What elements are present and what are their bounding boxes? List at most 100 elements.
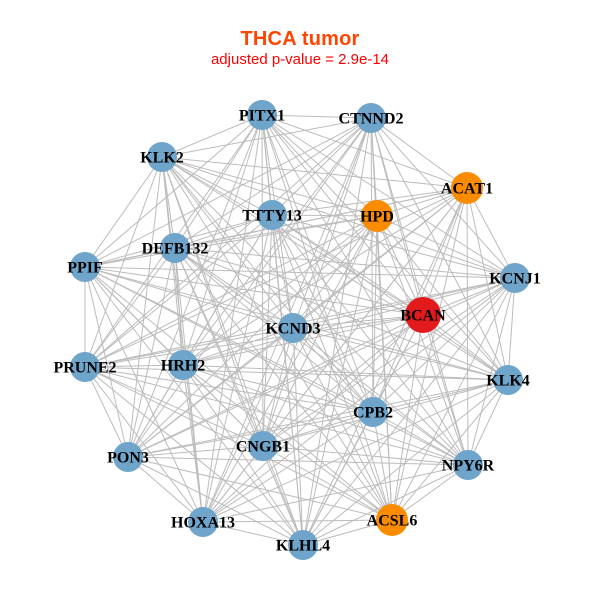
edge: [292, 327, 393, 521]
node-hoxa13: [188, 507, 218, 537]
edge: [174, 247, 374, 413]
edge: [262, 277, 516, 447]
edge: [174, 247, 516, 279]
node-label-pitx1: PITX1: [239, 108, 285, 125]
edge: [292, 314, 424, 329]
edge: [261, 114, 424, 316]
edge: [391, 379, 509, 521]
node-acsl6: [376, 504, 408, 536]
node-hrh2: [168, 350, 198, 380]
edge: [302, 277, 516, 546]
edge: [292, 327, 469, 466]
edge: [202, 379, 509, 523]
node-label-defb132: DEFB132: [142, 241, 209, 258]
edge: [84, 117, 372, 268]
plot-title: THCA tumor: [240, 28, 360, 50]
edge: [202, 314, 424, 523]
edge: [262, 327, 294, 447]
edge: [261, 114, 509, 381]
edge: [127, 445, 264, 458]
edge: [84, 327, 294, 368]
node-kcnd3: [278, 313, 308, 343]
edge: [84, 366, 129, 458]
node-cpb2: [358, 397, 388, 427]
edge: [261, 114, 374, 413]
node-label-npy6r: NPY6R: [442, 458, 495, 475]
edge: [84, 366, 374, 413]
edge: [161, 156, 273, 216]
edge: [202, 521, 304, 546]
edge: [161, 156, 468, 189]
edge: [262, 445, 469, 466]
edge: [84, 156, 163, 268]
edge: [372, 379, 509, 413]
edge: [84, 366, 509, 381]
edge: [202, 327, 294, 523]
edge: [84, 266, 424, 316]
node-label-hoxa13: HOXA13: [171, 515, 235, 532]
edge: [182, 327, 294, 366]
edge: [174, 247, 469, 466]
edge: [84, 266, 469, 466]
edge: [202, 114, 263, 523]
edge: [84, 266, 393, 521]
edge: [292, 327, 374, 413]
edge: [84, 364, 184, 368]
edge: [161, 117, 372, 158]
edge: [261, 114, 468, 189]
node-label-kcnd3: KCND3: [265, 321, 320, 338]
edge: [161, 156, 469, 466]
edge: [182, 187, 468, 366]
node-acat1: [451, 172, 483, 204]
edge: [391, 277, 516, 521]
edge: [261, 114, 372, 119]
edge: [302, 215, 378, 546]
edge: [202, 277, 516, 523]
edge: [84, 266, 516, 279]
edge: [174, 247, 184, 366]
edge: [372, 215, 378, 413]
edge: [262, 445, 393, 521]
edge: [182, 364, 509, 381]
node-ctnnd2: [356, 103, 386, 133]
edge: [84, 247, 176, 268]
edge: [271, 214, 424, 316]
edge: [127, 277, 516, 458]
edge: [161, 156, 304, 546]
edge: [372, 411, 469, 466]
edge: [174, 247, 424, 316]
edge: [372, 277, 516, 413]
edge: [262, 214, 273, 447]
node-bcan: [405, 297, 441, 333]
node-klhl4: [288, 530, 318, 560]
edge: [507, 277, 516, 381]
edge: [182, 364, 393, 521]
edge: [302, 187, 468, 546]
node-label-prune2: PRUNE2: [53, 360, 116, 377]
node-npy6r: [453, 450, 483, 480]
node-label-klk2: KLK2: [140, 150, 184, 167]
edge: [84, 156, 163, 368]
edge: [84, 266, 129, 458]
edge: [261, 114, 469, 466]
edge: [84, 215, 378, 368]
edge: [467, 379, 509, 466]
edge: [161, 156, 516, 279]
edge: [422, 187, 468, 316]
node-prune2: [70, 352, 100, 382]
edge: [161, 156, 424, 316]
edge: [182, 314, 424, 366]
edge: [127, 379, 509, 458]
edge: [161, 114, 263, 158]
edge: [84, 366, 204, 523]
edge: [174, 247, 393, 521]
edge: [84, 266, 294, 329]
edge: [174, 117, 372, 249]
edge: [261, 114, 264, 447]
edge: [127, 364, 184, 458]
edge: [391, 187, 468, 521]
edge: [174, 215, 378, 249]
edge: [84, 366, 469, 466]
node-label-pon3: PON3: [107, 450, 149, 467]
node-pon3: [113, 442, 143, 472]
